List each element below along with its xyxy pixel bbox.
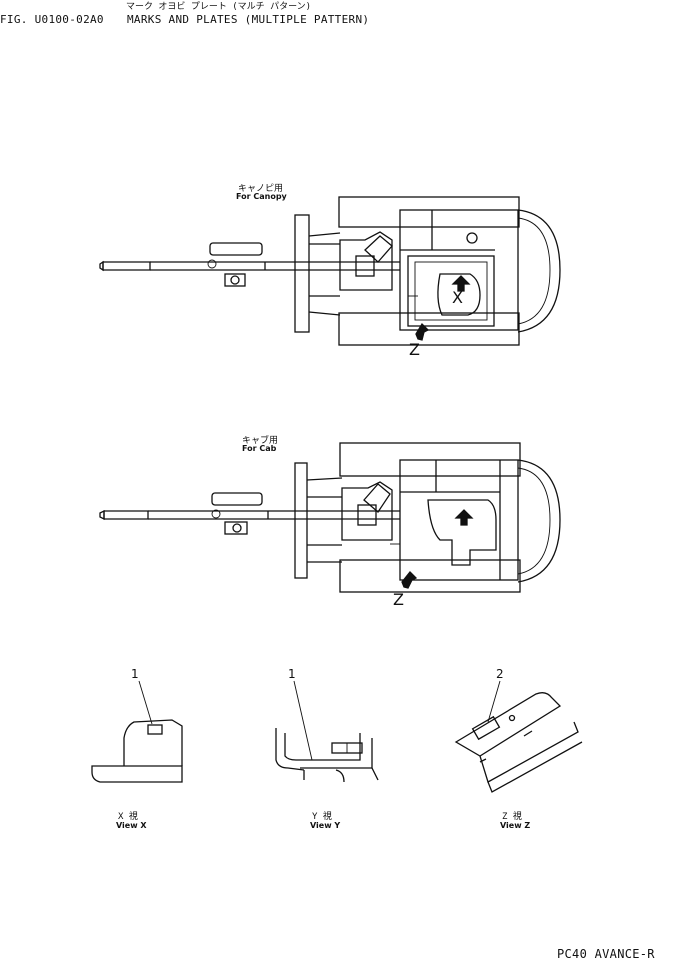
canopy-seat [437,273,481,316]
view-y-leader [293,680,313,761]
canopy-view-z-arrow [415,322,430,341]
view-z-plate-2 [471,715,501,741]
page-title: MARKS AND PLATES (MULTIPLE PATTERN) [127,13,370,26]
view-x-leader [138,680,153,725]
cab-upper-structure [399,459,519,581]
canopy-upper-structure [399,209,519,331]
part-number-view-y: 1 [288,667,296,681]
canopy-operator-area [407,255,495,327]
canopy-counterweight [517,209,561,333]
view-z-jp: Z 視 [502,812,522,822]
cab-jp-label: キャブ用 [242,436,279,446]
part-number-view-z: 2 [496,667,504,681]
canopy-lower-track [338,312,520,346]
figure-number: FIG. U0100-02A0 [0,13,104,26]
part-number-view-x: 1 [131,667,139,681]
canopy-view-z-marker: Z [409,340,420,359]
canopy-jp-label: キャノピ用 [238,184,284,194]
cab-view-y-arrow [454,509,474,526]
cab-machine-drawing [99,442,561,593]
cab-view-z-arrow [401,571,418,589]
cab-upper-track [339,442,521,477]
view-y-detail [275,680,379,783]
view-x-label: View X [116,821,147,830]
view-x-detail [91,680,183,783]
view-x-plate-1 [147,724,163,735]
canopy-dozer-blade [294,214,310,333]
canopy-bucket-cylinder [209,242,263,256]
view-z-detail [454,680,583,793]
header-jp-title: マーク オヨビ プレート (マルチ パターン) [126,2,312,12]
cab-lower-track [339,559,521,593]
view-y-label: View Y [310,821,341,830]
canopy-upper-track [338,196,520,228]
canopy-machine-drawing [99,196,561,346]
view-z-label: View Z [500,821,531,830]
cab-seat [427,499,497,566]
cab-dozer-blade [294,462,308,579]
model-footer: PC40 AVANCE-R [557,947,655,961]
canopy-view-x-arrow [451,275,471,292]
cab-label: For Cab [242,444,277,453]
view-z-leader [487,680,501,723]
view-y-jp: Y 視 [312,812,332,822]
cab-counterweight [517,459,561,583]
cab-view-z-marker: Z [393,590,404,609]
cab-bucket-cylinder [211,492,263,506]
canopy-view-x-marker: X [452,288,463,307]
canopy-label: For Canopy [236,192,287,201]
view-x-jp: X 視 [118,812,138,822]
